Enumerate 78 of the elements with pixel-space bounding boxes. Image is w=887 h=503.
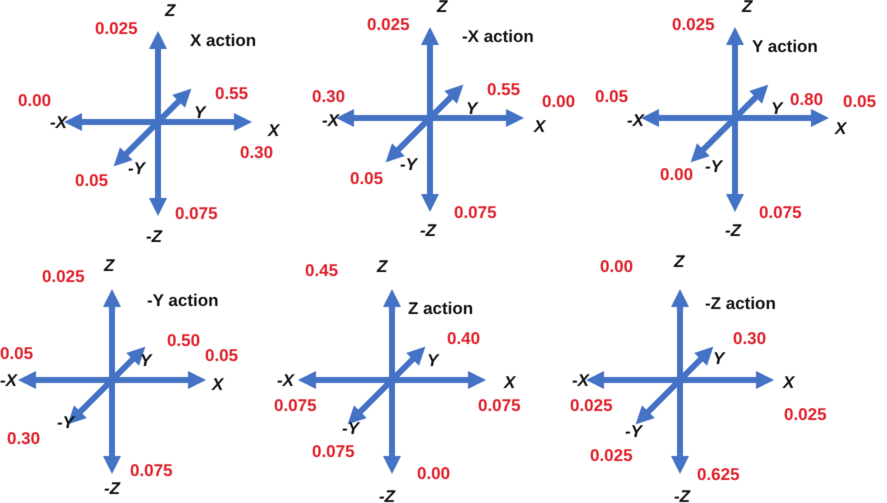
- probability-value: 0.075: [478, 397, 521, 414]
- axis-label: Y: [140, 352, 152, 369]
- probability-value: 0.075: [759, 204, 802, 221]
- axis-label: -Z: [674, 488, 690, 503]
- probability-value: 0.05: [595, 88, 628, 105]
- axis-label: -Y: [128, 160, 145, 177]
- action-title: -X action: [462, 28, 534, 45]
- axis-label: -Y: [705, 158, 722, 175]
- probability-value: 0.00: [417, 465, 450, 482]
- probability-value: 0.025: [570, 397, 613, 414]
- probability-value: 0.30: [240, 144, 274, 161]
- axis-label: X: [504, 374, 516, 391]
- axis-label: Z: [377, 258, 388, 275]
- probability-value: 0.05: [205, 347, 238, 364]
- probability-value: 0.05: [75, 172, 108, 189]
- axis-label: Z: [165, 2, 176, 19]
- axis-label: Y: [713, 350, 724, 367]
- probability-value: 0.30: [7, 430, 40, 447]
- probability-value: 0.025: [672, 16, 715, 33]
- axis-label: -Z: [104, 480, 120, 497]
- probability-value: 0.30: [733, 330, 766, 347]
- probability-value: 0.00: [660, 166, 694, 183]
- axis-label: X: [268, 122, 280, 139]
- probability-value: 0.00: [600, 258, 634, 275]
- probability-value: 0.45: [305, 262, 338, 279]
- probability-value: 0.50: [167, 332, 200, 349]
- probability-value: 0.625: [697, 466, 740, 483]
- probability-value: 0.05: [350, 170, 384, 187]
- axis-label: X: [534, 118, 546, 135]
- axis-label: -X: [50, 114, 67, 131]
- axis-label: -X: [0, 372, 17, 389]
- axis-label: -Z: [725, 222, 742, 239]
- axis-label: X: [212, 376, 224, 393]
- probability-value: 0.025: [42, 268, 85, 285]
- axis-label: Z: [674, 253, 684, 270]
- axis-label: -Z: [420, 222, 436, 239]
- probability-value: 0.00: [18, 92, 52, 109]
- axis-label: Z: [437, 0, 448, 15]
- probability-value: 0.80: [790, 91, 824, 108]
- axis-label: -Y: [625, 423, 642, 440]
- axis-label: -Y: [342, 420, 359, 437]
- probability-value: 0.025: [590, 447, 633, 464]
- probability-value: 0.075: [312, 443, 355, 460]
- action-title: -Y action: [147, 292, 218, 309]
- probability-value: 0.00: [542, 93, 576, 110]
- axis-label: -X: [322, 112, 339, 129]
- axis-label: -X: [572, 372, 589, 389]
- probability-value: 0.55: [215, 85, 248, 102]
- probability-value: 0.075: [454, 204, 497, 221]
- probability-value: 0.40: [447, 330, 480, 347]
- action-title: Z action: [408, 300, 474, 317]
- axis-label: -Y: [400, 156, 417, 173]
- probability-value: 0.075: [175, 205, 218, 222]
- axis-label: X: [835, 120, 846, 137]
- axis-label: -Y: [57, 414, 74, 431]
- probability-value: 0.05: [843, 93, 876, 110]
- probability-value: 0.55: [487, 81, 520, 98]
- action-title: X action: [190, 32, 256, 49]
- axis-label: Z: [104, 257, 114, 274]
- probability-value: 0.30: [312, 88, 346, 105]
- probability-value: 0.075: [274, 397, 317, 414]
- axis-label: Y: [427, 352, 438, 369]
- axis-label: X: [783, 374, 794, 391]
- probability-value: 0.075: [130, 462, 173, 479]
- probability-value: 0.025: [367, 16, 410, 33]
- axis-label: Y: [194, 104, 206, 121]
- axis-label: -X: [627, 112, 644, 129]
- action-title: Y action: [752, 38, 818, 55]
- axis-label: Y: [771, 100, 782, 117]
- probability-value: 0.05: [0, 345, 34, 362]
- probability-value: 0.025: [784, 406, 827, 423]
- axis-label: Z: [742, 0, 752, 15]
- probability-value: 0.025: [95, 20, 138, 37]
- action-title: -Z action: [705, 295, 776, 312]
- axis-label: -Z: [379, 488, 396, 503]
- axis-label: -X: [277, 372, 294, 389]
- axis-label: Y: [466, 100, 478, 117]
- axis-label: -Z: [146, 228, 162, 245]
